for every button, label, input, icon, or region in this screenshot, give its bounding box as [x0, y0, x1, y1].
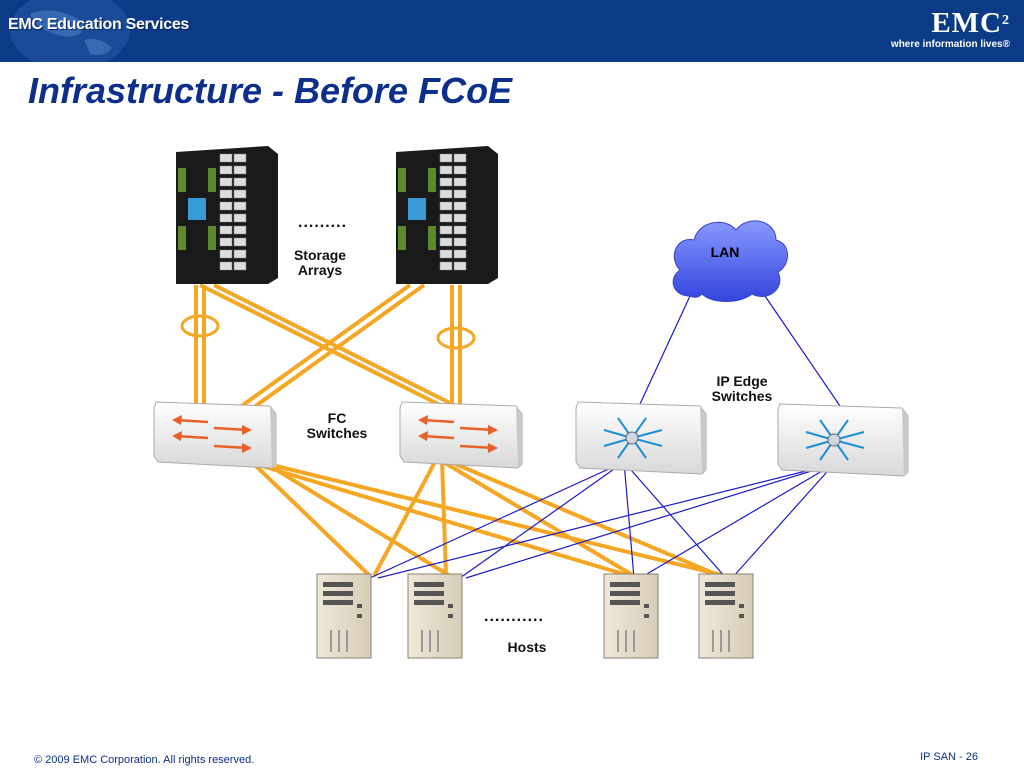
host-ellipsis: ...........: [484, 608, 544, 625]
host-2: [407, 573, 463, 659]
emc-tagline: where information lives®: [890, 39, 1010, 50]
copyright-text: © 2009 EMC Corporation. All rights reser…: [34, 754, 255, 766]
emc-logo: EMC2 where information lives®: [891, 8, 1010, 50]
education-services-logo: EMC Education Services: [8, 16, 190, 33]
hosts-label: Hosts: [507, 639, 547, 655]
lan-label: LAN: [710, 244, 740, 260]
fc-switches-label: FC Switches: [306, 410, 368, 441]
ip-edge-switch-2: [777, 403, 909, 477]
storage-arrays-label: Storage Arrays: [293, 247, 347, 278]
fc-storage-links: [180, 283, 476, 412]
storage-array-2: [395, 145, 499, 285]
ip-edge-switch-1: [575, 401, 707, 475]
fc-switch-1: [152, 400, 278, 470]
fc-switch-2: [398, 400, 524, 470]
host-1: [316, 573, 372, 659]
storage-array-1: [175, 145, 279, 285]
ip-links: [369, 295, 841, 579]
ip-edge-switches-label: IP Edge Switches: [711, 373, 773, 404]
host-4: [698, 573, 754, 659]
emc-wordmark: EMC2: [931, 7, 1010, 39]
fc-host-links: [254, 458, 727, 578]
page-title: Infrastructure - Before FCoE: [28, 70, 513, 111]
page-number: IP SAN - 26: [920, 751, 978, 763]
header-banner: EMC Education Services EMC2 where inform…: [0, 0, 1024, 62]
lan-cloud: [672, 220, 788, 302]
host-3: [603, 573, 659, 659]
globe-icon: [10, 0, 130, 62]
storage-ellipsis: .........: [298, 214, 348, 231]
